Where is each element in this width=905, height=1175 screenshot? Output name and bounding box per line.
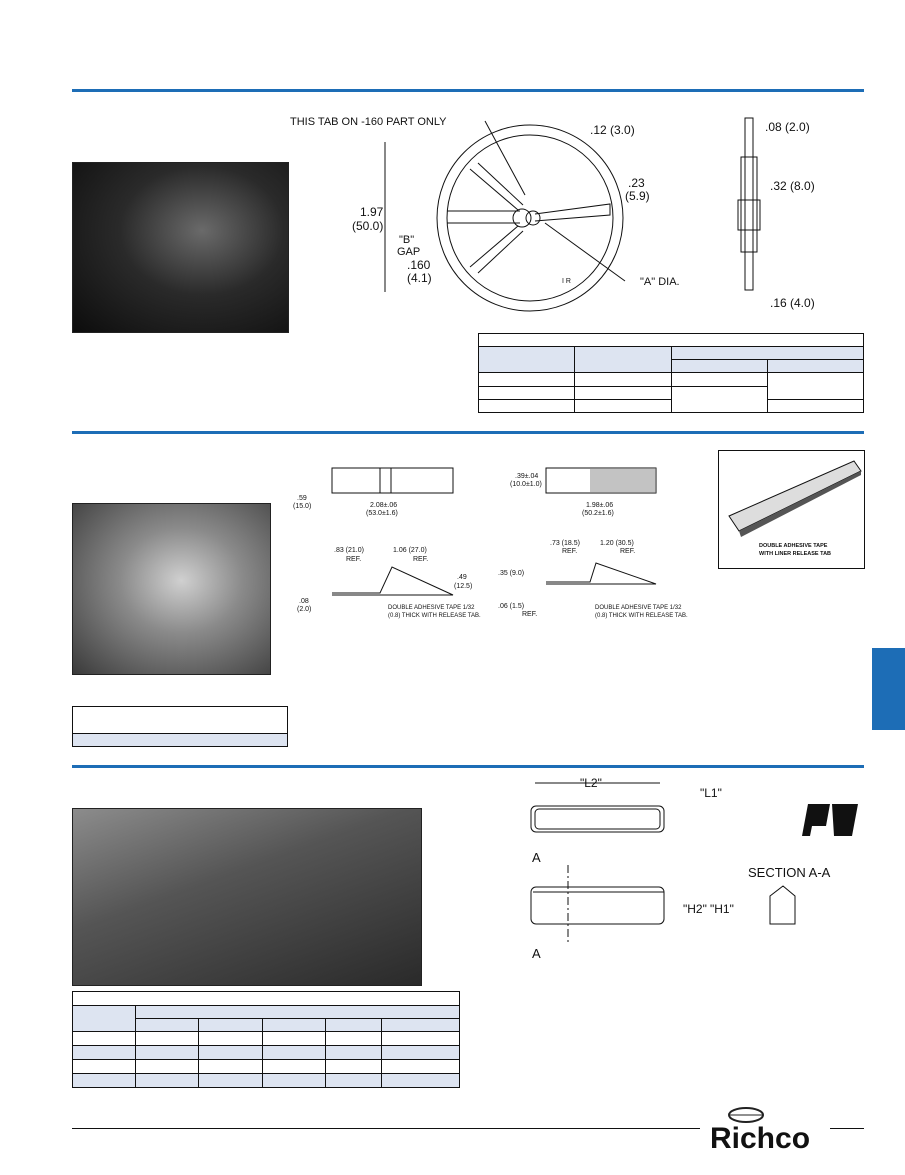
dim-label: .83 (21.0) xyxy=(334,547,364,554)
dim-label: .23 xyxy=(628,176,645,190)
dim-label: .59 xyxy=(297,495,307,502)
dim-label: .160 xyxy=(407,258,431,272)
dim-label: (53.0±1.6) xyxy=(366,510,398,517)
tape-note: (0.8) THICK WITH RELEASE TAB. xyxy=(388,613,481,619)
fuse-cover-drawing: "L2" "L1" A A "H2" "H1" SECTION A-A xyxy=(530,776,831,961)
dim-label: "H1" xyxy=(710,902,734,916)
richco-logo: Richco xyxy=(708,1106,828,1155)
dim-label: .49 xyxy=(457,574,467,581)
dim-label: .08 (2.0) xyxy=(765,120,810,134)
dim-label: 1.20 (30.5) xyxy=(600,540,634,547)
brand-wordmark: Richco xyxy=(710,1122,810,1152)
dim-label: GAP xyxy=(397,246,420,258)
tape-note: DOUBLE ADHESIVE TAPE 1/32 xyxy=(595,605,682,611)
dim-label: .32 (8.0) xyxy=(770,179,815,193)
dim-label: (5.9) xyxy=(625,189,650,203)
section-side-tab[interactable] xyxy=(872,648,905,730)
dim-label: (4.1) xyxy=(407,271,432,285)
dim-label: .12 (3.0) xyxy=(590,123,635,137)
dim-label: REF. xyxy=(522,611,537,618)
spec-table-1 xyxy=(478,332,864,414)
inset-caption: WITH LINER RELEASE TAB xyxy=(759,551,831,557)
section-mark: A xyxy=(532,850,541,865)
product-photo-wheel-clip xyxy=(72,162,289,333)
dim-label: .39±.04 xyxy=(515,473,538,480)
footer-rule xyxy=(72,1128,700,1129)
dim-label: REF. xyxy=(413,556,428,563)
part-mark: I R xyxy=(562,278,571,285)
tape-note: (0.8) THICK WITH RELEASE TAB. xyxy=(595,613,688,619)
dim-label: "A" DIA. xyxy=(640,276,680,288)
dim-label: "L2" xyxy=(580,776,602,790)
dim-label: "B" xyxy=(399,234,414,246)
dim-label: (2.0) xyxy=(297,606,311,613)
dim-label: REF. xyxy=(346,556,361,563)
dim-label: (12.5) xyxy=(454,583,472,590)
section-divider xyxy=(72,431,864,434)
dim-label: .08 xyxy=(299,598,309,605)
dim-label: .16 (4.0) xyxy=(770,296,815,310)
dim-label: .06 (1.5) xyxy=(498,603,524,610)
dim-label: (10.0±1.0) xyxy=(510,481,542,488)
dim-label: "L1" xyxy=(700,786,722,800)
spec-table-3 xyxy=(72,991,460,1088)
dim-label: (50.0) xyxy=(352,219,383,233)
wheel-clip-drawing: THIS TAB ON -160 PART ONLY .12 (3.0) 1.9… xyxy=(290,116,815,312)
dim-label: 1.06 (27.0) xyxy=(393,547,427,554)
dim-label: .73 (18.5) xyxy=(550,540,580,547)
dim-label: (15.0) xyxy=(293,503,311,510)
section-divider xyxy=(72,765,864,768)
tape-illustration: DOUBLE ADHESIVE TAPE WITH LINER RELEASE … xyxy=(728,460,862,557)
section-mark: A xyxy=(532,946,541,961)
spec-table-2 xyxy=(72,706,288,747)
tape-note: DOUBLE ADHESIVE TAPE 1/32 xyxy=(388,605,475,611)
section-label: SECTION A-A xyxy=(748,865,831,880)
ul-logo xyxy=(800,800,862,840)
dim-label: "H2" xyxy=(683,902,707,916)
tab-note: THIS TAB ON -160 PART ONLY xyxy=(290,116,447,128)
dim-label: 1.97 xyxy=(360,205,384,219)
section-divider xyxy=(72,89,864,92)
adhesive-tape-inset: DOUBLE ADHESIVE TAPE WITH LINER RELEASE … xyxy=(718,450,865,569)
adhesive-clip-drawing: .59 (15.0) 2.08±.06 (53.0±1.6) .83 (21.0… xyxy=(293,467,688,619)
footer-rule xyxy=(830,1128,864,1129)
inset-caption: DOUBLE ADHESIVE TAPE xyxy=(759,543,828,549)
dim-label: .35 (9.0) xyxy=(498,570,524,577)
dim-label: REF. xyxy=(562,548,577,555)
product-photo-adhesive-clip xyxy=(72,503,271,675)
dim-label: (50.2±1.6) xyxy=(582,510,614,517)
product-photo-fuse-cover xyxy=(72,808,422,986)
dim-label: REF. xyxy=(620,548,635,555)
dim-label: 1.98±.06 xyxy=(586,502,613,509)
dim-label: 2.08±.06 xyxy=(370,502,397,509)
